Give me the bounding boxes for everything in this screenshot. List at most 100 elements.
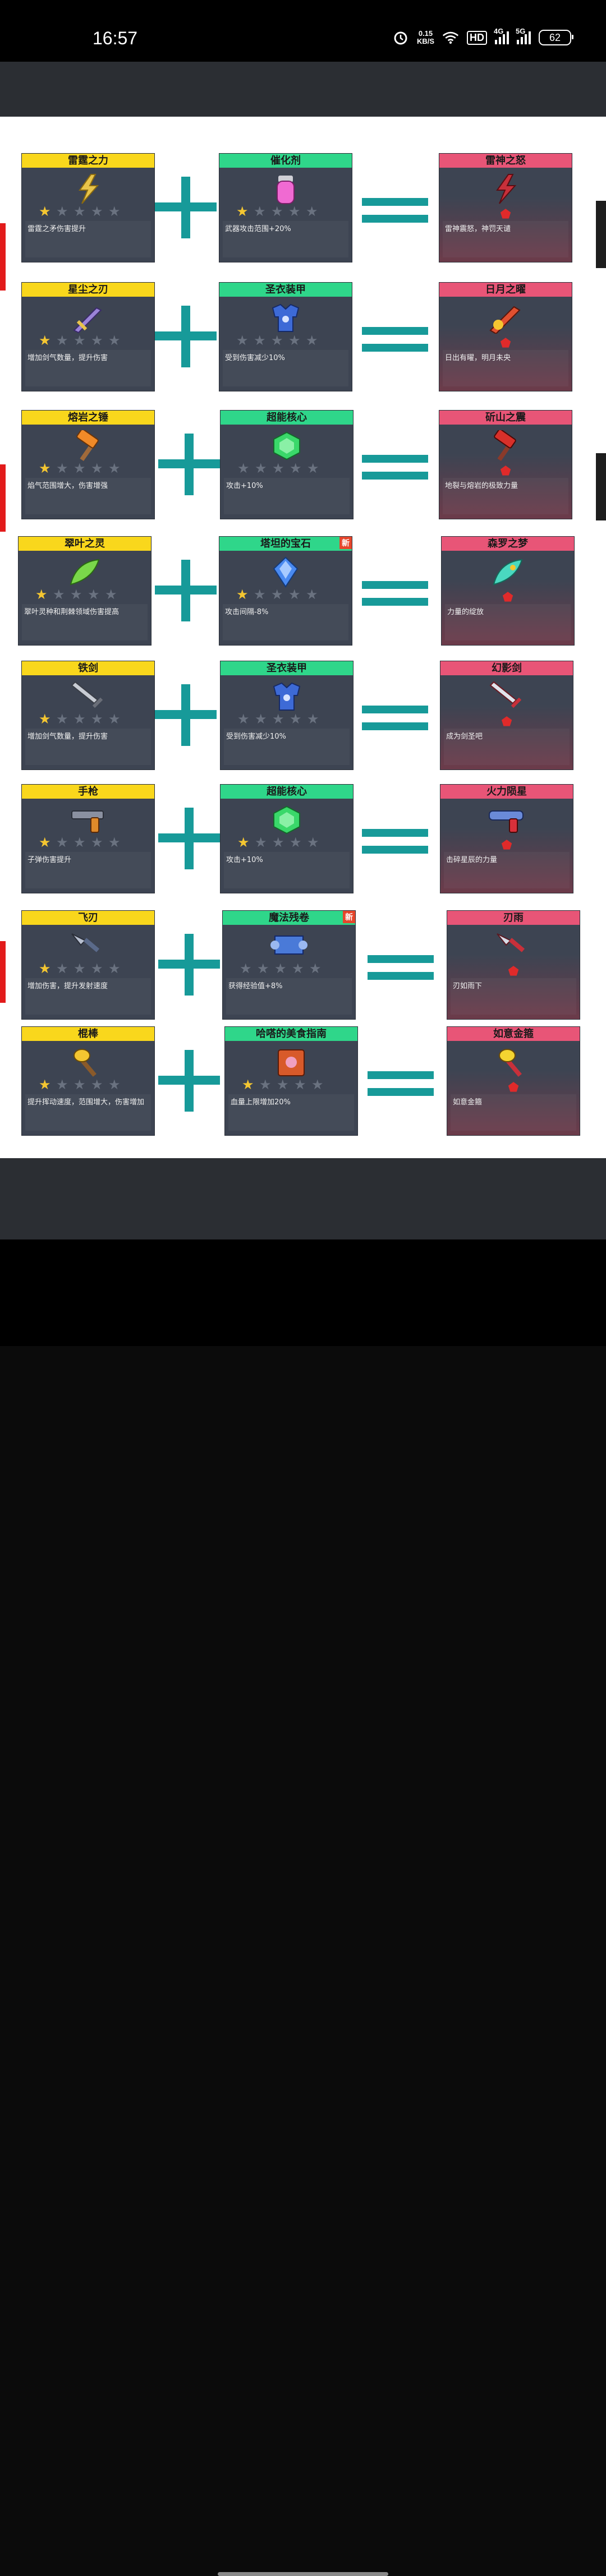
base-weapon-card[interactable]: 飞刃★★★★★增加伤害，提升发射速度 (21, 910, 155, 1020)
desc-panel (25, 1094, 151, 1131)
empty-star-icon: ★ (254, 333, 266, 348)
recipe-row: 熔岩之锤★★★★★焰气范围增大，伤害增强超能核心★★★★★攻击+10%斫山之震⬟… (0, 410, 606, 522)
empty-star-icon: ★ (259, 1077, 272, 1093)
evolved-weapon-card[interactable]: 刃雨⬟刃如雨下 (447, 910, 580, 1020)
image-viewer-top-bar[interactable] (0, 62, 606, 117)
navigation-bar (0, 1239, 606, 2576)
ingredient-card[interactable]: 魔法残卷新★★★★★获得经验值+8% (222, 910, 356, 1020)
empty-star-icon: ★ (271, 204, 283, 219)
empty-star-icon: ★ (277, 1077, 289, 1093)
evolved-weapon-card[interactable]: 幻影剑⬟成为剑圣吧 (440, 661, 573, 770)
filled-star-icon: ★ (39, 460, 51, 476)
ingredient-card[interactable]: 圣衣装甲★★★★★受到伤害减少10% (220, 661, 354, 770)
evolved-weapon-card[interactable]: 火力陨星⬟击碎星辰的力量 (440, 784, 573, 893)
base-weapon-name: 星尘之刃 (22, 283, 154, 297)
base-weapon-description: 焰气范围增大，伤害增强 (27, 482, 108, 490)
empty-star-icon: ★ (271, 333, 283, 348)
evolved-weapon-name: 森罗之梦 (442, 537, 574, 551)
desc-panel (223, 221, 348, 257)
empty-star-icon: ★ (108, 1077, 121, 1093)
empty-star-icon: ★ (108, 711, 121, 727)
empty-star-icon: ★ (56, 204, 68, 219)
evolved-weapon-card[interactable]: 如意金箍⬟如意金箍 (447, 1026, 580, 1136)
desc-panel (226, 978, 352, 1015)
desc-panel (25, 350, 151, 386)
filled-star-icon: ★ (236, 204, 249, 219)
empty-star-icon: ★ (91, 460, 103, 476)
recipe-image[interactable]: 雷霆之力★★★★★雷霆之矛伤害提升催化剂★★★★★武器攻击范围+20%雷神之怒⬟… (0, 117, 606, 1158)
empty-star-icon: ★ (56, 1077, 68, 1093)
star-rating: ★★★★★ (237, 836, 319, 849)
star-rating: ★★★★★ (236, 205, 318, 218)
base-weapon-description: 提升挥动速度，范围增大，伤害增加 (27, 1098, 145, 1107)
empty-star-icon: ★ (70, 587, 82, 602)
empty-star-icon: ★ (91, 333, 103, 348)
base-weapon-card[interactable]: 星尘之刃★★★★★增加剑气数量，提升伤害 (21, 282, 155, 391)
ingredient-name: 塔坦的宝石 (219, 537, 352, 551)
phantom-sword-icon (487, 681, 526, 712)
base-weapon-description: 雷霆之矛伤害提升 (27, 225, 86, 233)
star-rating: ★★★★★ (39, 205, 121, 218)
base-weapon-card[interactable]: 雷霆之力★★★★★雷霆之矛伤害提升 (21, 153, 155, 262)
home-indicator[interactable] (218, 2572, 388, 2576)
edge-decoration (596, 453, 606, 520)
ingredient-card[interactable]: 超能核心★★★★★攻击+10% (220, 784, 354, 893)
empty-star-icon: ★ (108, 961, 121, 976)
empty-star-icon: ★ (306, 587, 318, 602)
desc-panel (25, 478, 151, 514)
base-weapon-card[interactable]: 铁剑★★★★★增加剑气数量，提升伤害 (21, 661, 155, 770)
evolution-badge-icon: ⬟ (500, 464, 511, 478)
ingredient-name: 圣衣装甲 (219, 283, 352, 297)
base-weapon-card[interactable]: 手枪★★★★★子弹伤害提升 (21, 784, 155, 893)
iron-sword-icon (68, 681, 108, 712)
empty-star-icon: ★ (237, 711, 250, 727)
empty-star-icon: ★ (91, 961, 103, 976)
evolution-badge-icon: ⬟ (508, 1081, 519, 1095)
ingredient-card[interactable]: 塔坦的宝石新★★★★★攻击间隔-8% (219, 536, 352, 646)
empty-star-icon: ★ (306, 204, 318, 219)
sun-moon-sword-icon (486, 302, 525, 335)
base-weapon-card[interactable]: 熔岩之锤★★★★★焰气范围增大，伤害增强 (21, 410, 155, 519)
ingredient-card[interactable]: 哈嗒的美食指南★★★★★血量上限增加20% (224, 1026, 358, 1136)
evolved-weapon-name: 幻影剑 (440, 661, 573, 675)
plus-icon (158, 808, 220, 869)
evolved-weapon-card[interactable]: 日月之曜⬟日出有曜，明月未央 (439, 282, 572, 391)
ingredient-name: 魔法残卷 (223, 911, 355, 925)
network-speed-value: 0.15 (418, 29, 433, 38)
evolved-weapon-card[interactable]: 斫山之震⬟地裂与熔岩的极致力量 (439, 410, 572, 519)
ingredient-card[interactable]: 圣衣装甲★★★★★受到伤害减少10% (219, 282, 352, 391)
kunai-icon (68, 930, 108, 962)
ingredient-description: 受到伤害减少10% (226, 732, 286, 741)
empty-star-icon: ★ (108, 460, 121, 476)
empty-star-icon: ★ (91, 835, 103, 850)
recipe-row: 星尘之刃★★★★★增加剑气数量，提升伤害圣衣装甲★★★★★受到伤害减少10%日月… (0, 282, 606, 394)
blade-rain-icon (494, 930, 533, 962)
ingredient-card[interactable]: 催化剂★★★★★武器攻击范围+20% (219, 153, 352, 262)
evolved-weapon-card[interactable]: 雷神之怒⬟雷神震怒，神罚天谴 (439, 153, 572, 262)
signal-5g-label: 5G (516, 26, 526, 35)
base-weapon-card[interactable]: 棍棒★★★★★提升挥动速度，范围增大，伤害增加 (21, 1026, 155, 1136)
base-weapon-card[interactable]: 翠叶之灵★★★★★翠叶灵种和荆棘领域伤害提高 (18, 536, 152, 646)
evolved-weapon-description: 日出有曜，明月未央 (445, 354, 511, 362)
edge-decoration (0, 941, 6, 1003)
desc-panel (224, 729, 350, 765)
desc-panel (25, 729, 151, 765)
filled-star-icon: ★ (237, 835, 250, 850)
edge-decoration (0, 223, 6, 291)
desc-panel (444, 852, 570, 888)
desc-panel (25, 852, 151, 888)
red-lightning-icon (486, 173, 525, 205)
alarm-icon (392, 29, 409, 46)
ingredient-card[interactable]: 超能核心★★★★★攻击+10% (220, 410, 354, 519)
signal-4g-label: 4G (494, 26, 504, 35)
desc-panel (445, 604, 571, 640)
evolved-weapon-description: 击碎星辰的力量 (446, 856, 498, 864)
equals-icon (362, 455, 428, 481)
star-rating: ★★★★★ (39, 1077, 121, 1093)
hammer-icon (68, 428, 108, 462)
evolution-badge-icon: ⬟ (502, 591, 513, 605)
desc-panel (443, 350, 568, 386)
evolved-weapon-card[interactable]: 森罗之梦⬟力量的绽放 (441, 536, 575, 646)
image-viewer-bottom-bar[interactable] (0, 1158, 606, 1239)
empty-star-icon: ★ (53, 587, 65, 602)
